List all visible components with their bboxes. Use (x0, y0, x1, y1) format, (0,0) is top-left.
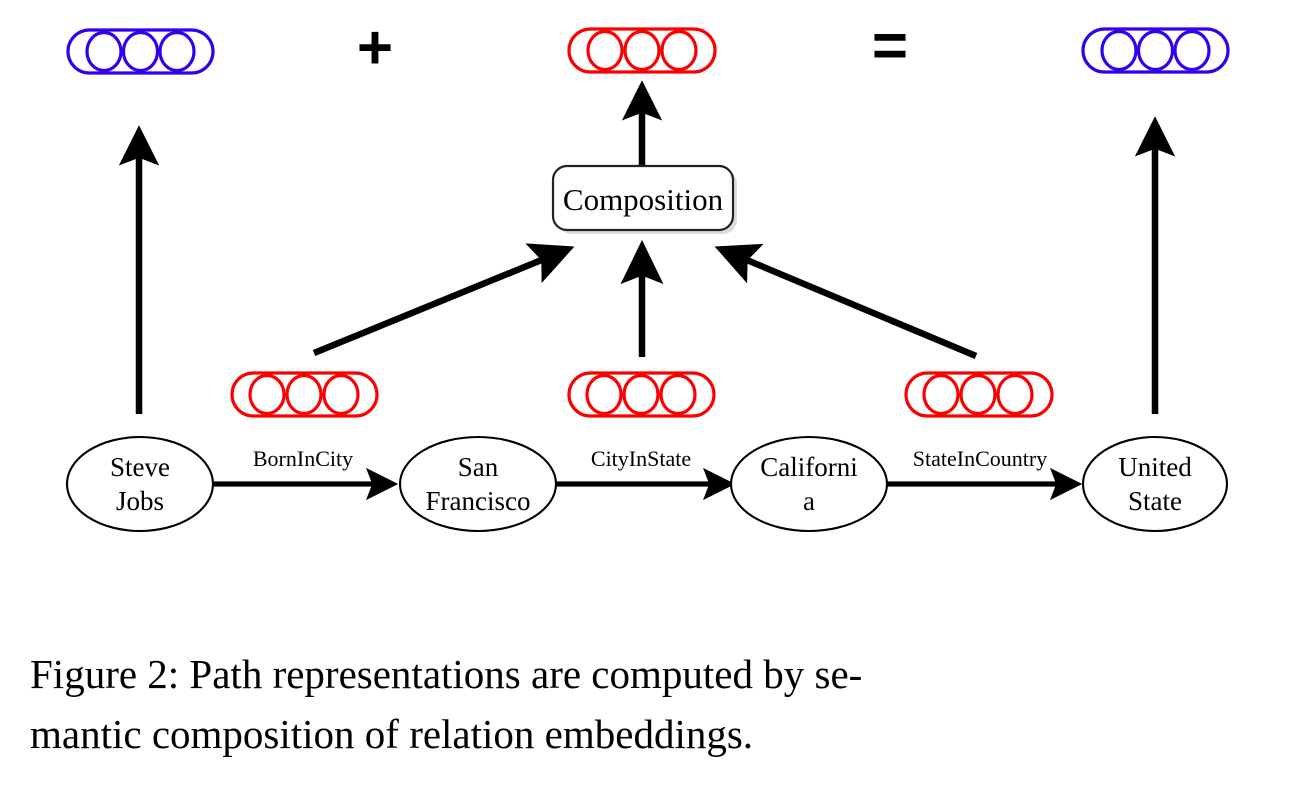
arrow-born-in-city-embedding-to-composition (312, 243, 575, 357)
relation-label-born-in-city: BornInCity (253, 446, 353, 471)
entity-label-california-line2: a (803, 486, 815, 516)
entity-label-steve-jobs-line1: Steve (110, 452, 170, 482)
figure-caption-line-1: Figure 2: Path representations are compu… (30, 651, 862, 697)
embedding-box-city-in-state (567, 371, 716, 418)
composition-node[interactable]: Composition (551, 164, 737, 234)
entity-label-united-state-line2: State (1128, 486, 1182, 516)
embedding-box-head-entity (66, 28, 215, 75)
arrow-state-in-country-embedding-to-composition (714, 243, 978, 359)
entity-label-california-line1: Californi (760, 452, 857, 482)
plus-operator-icon: + (357, 13, 393, 82)
relation-label-city-in-state: CityInState (591, 446, 691, 471)
embedding-box-state-in-country (904, 371, 1054, 418)
relation-label-state-in-country: StateInCountry (913, 446, 1047, 471)
entity-node-united-state[interactable]: United State (1081, 435, 1229, 533)
figure-caption-line-2: mantic composition of relation embedding… (30, 711, 753, 757)
composition-label: Composition (563, 182, 724, 217)
embedding-box-path (567, 27, 717, 74)
entity-label-united-state-line1: United (1118, 452, 1192, 482)
entity-node-steve-jobs[interactable]: Steve Jobs (65, 435, 215, 533)
entity-label-san-francisco-line1: San (458, 452, 499, 482)
equals-operator-icon: = (872, 11, 908, 80)
entity-label-san-francisco-line2: Francisco (426, 486, 531, 516)
entity-node-san-francisco[interactable]: San Francisco (398, 435, 558, 533)
embedding-box-born-in-city (230, 371, 379, 418)
embedding-box-tail-entity (1081, 27, 1230, 74)
entity-label-steve-jobs-line2: Jobs (116, 486, 164, 516)
entity-node-california[interactable]: Californi a (729, 435, 889, 533)
